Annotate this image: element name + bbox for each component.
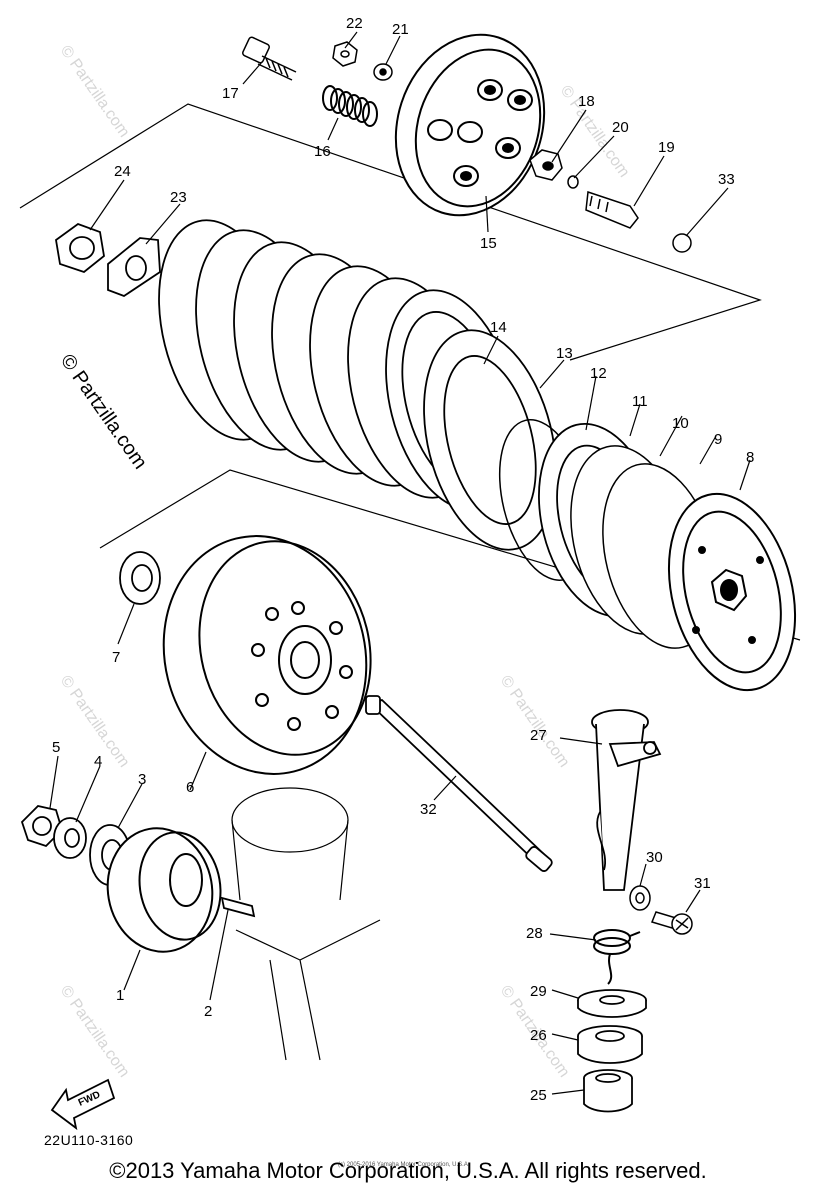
callout-9: 9 — [714, 431, 722, 448]
part-23-lock-washer — [107, 237, 161, 298]
callout-31: 31 — [694, 875, 711, 892]
callout-24: 24 — [114, 163, 131, 180]
watermark: © Partzilla.com — [497, 673, 573, 771]
tiny-copyright: (c) 2005-2016 Yamaha Motor Corporation, … — [338, 1162, 470, 1168]
part-7-washer — [119, 551, 161, 605]
part-29-washer — [577, 989, 647, 1018]
callout-22: 22 — [346, 15, 363, 32]
callout-11: 11 — [632, 393, 648, 410]
part-33-ball — [672, 233, 692, 253]
part-27-push-lever — [591, 709, 662, 891]
part-25-oil-seal — [583, 1069, 633, 1113]
diagram-part-code: 22U110-3160 — [44, 1132, 134, 1148]
part-6-clutch-housing — [162, 535, 372, 775]
callout-28: 28 — [526, 925, 543, 942]
callout-14: 14 — [490, 319, 507, 336]
callout-19: 19 — [658, 139, 675, 156]
callout-33: 33 — [718, 171, 735, 188]
callout-12: 12 — [590, 365, 607, 382]
part-31-screw — [650, 911, 693, 935]
clutch-plate-stack — [158, 219, 519, 511]
part-24-nut — [55, 222, 105, 274]
part-32-push-rod — [365, 695, 553, 872]
callout-2: 2 — [204, 1003, 212, 1020]
part-4-lock-washer — [53, 817, 87, 859]
callout-16: 16 — [314, 143, 331, 160]
callout-29: 29 — [530, 983, 547, 1000]
callout-4: 4 — [94, 753, 102, 770]
callout-25: 25 — [530, 1087, 547, 1104]
part-19-push-rod — [585, 190, 639, 229]
callout-26: 26 — [530, 1027, 547, 1044]
part-21-washer — [373, 63, 393, 81]
callout-7: 7 — [112, 649, 120, 666]
callout-17: 17 — [222, 85, 239, 102]
callout-8: 8 — [746, 449, 754, 466]
part-13-plate — [423, 329, 557, 551]
callout-13: 13 — [556, 345, 573, 362]
part-22-nut — [332, 41, 358, 67]
callout-6: 6 — [186, 779, 194, 796]
watermark-dark: © Partzilla.com — [56, 350, 151, 473]
copyright-footer: ©2013 Yamaha Motor Corporation, U.S.A. A… — [109, 1158, 707, 1183]
callout-23: 23 — [170, 189, 187, 206]
part-8-clutch-boss — [667, 492, 797, 692]
fwd-arrow-icon: FWD — [50, 1078, 116, 1131]
callout-5: 5 — [52, 739, 60, 756]
callout-32: 32 — [420, 801, 437, 818]
part-28-spring — [593, 929, 641, 985]
callout-15: 15 — [480, 235, 497, 252]
callout-3: 3 — [138, 771, 146, 788]
part-5-nut — [20, 805, 64, 848]
part-30-washer — [629, 885, 651, 911]
callout-27: 27 — [530, 727, 547, 744]
callout-30: 30 — [646, 849, 663, 866]
callout-20: 20 — [612, 119, 629, 136]
part-26-bearing — [577, 1025, 643, 1064]
callout-21: 21 — [392, 21, 409, 38]
part-2-key — [220, 896, 256, 918]
part-20-o-ring — [567, 175, 579, 189]
part-1-primary-drive-gear — [106, 827, 222, 953]
crankshaft-reference — [231, 787, 381, 1061]
watermark: © Partzilla.com — [57, 43, 133, 141]
part-15-pressure-plate — [394, 33, 546, 217]
callout-10: 10 — [672, 415, 689, 432]
part-18-locknut — [529, 149, 563, 181]
callout-1: 1 — [116, 987, 124, 1004]
callout-18: 18 — [578, 93, 595, 110]
part-17-bolt — [242, 36, 297, 81]
leader-lines — [49, 31, 751, 1095]
callout-labels: 17 22 21 16 15 18 20 19 33 24 23 14 13 1… — [52, 15, 754, 1104]
part-16-spring — [322, 85, 378, 127]
